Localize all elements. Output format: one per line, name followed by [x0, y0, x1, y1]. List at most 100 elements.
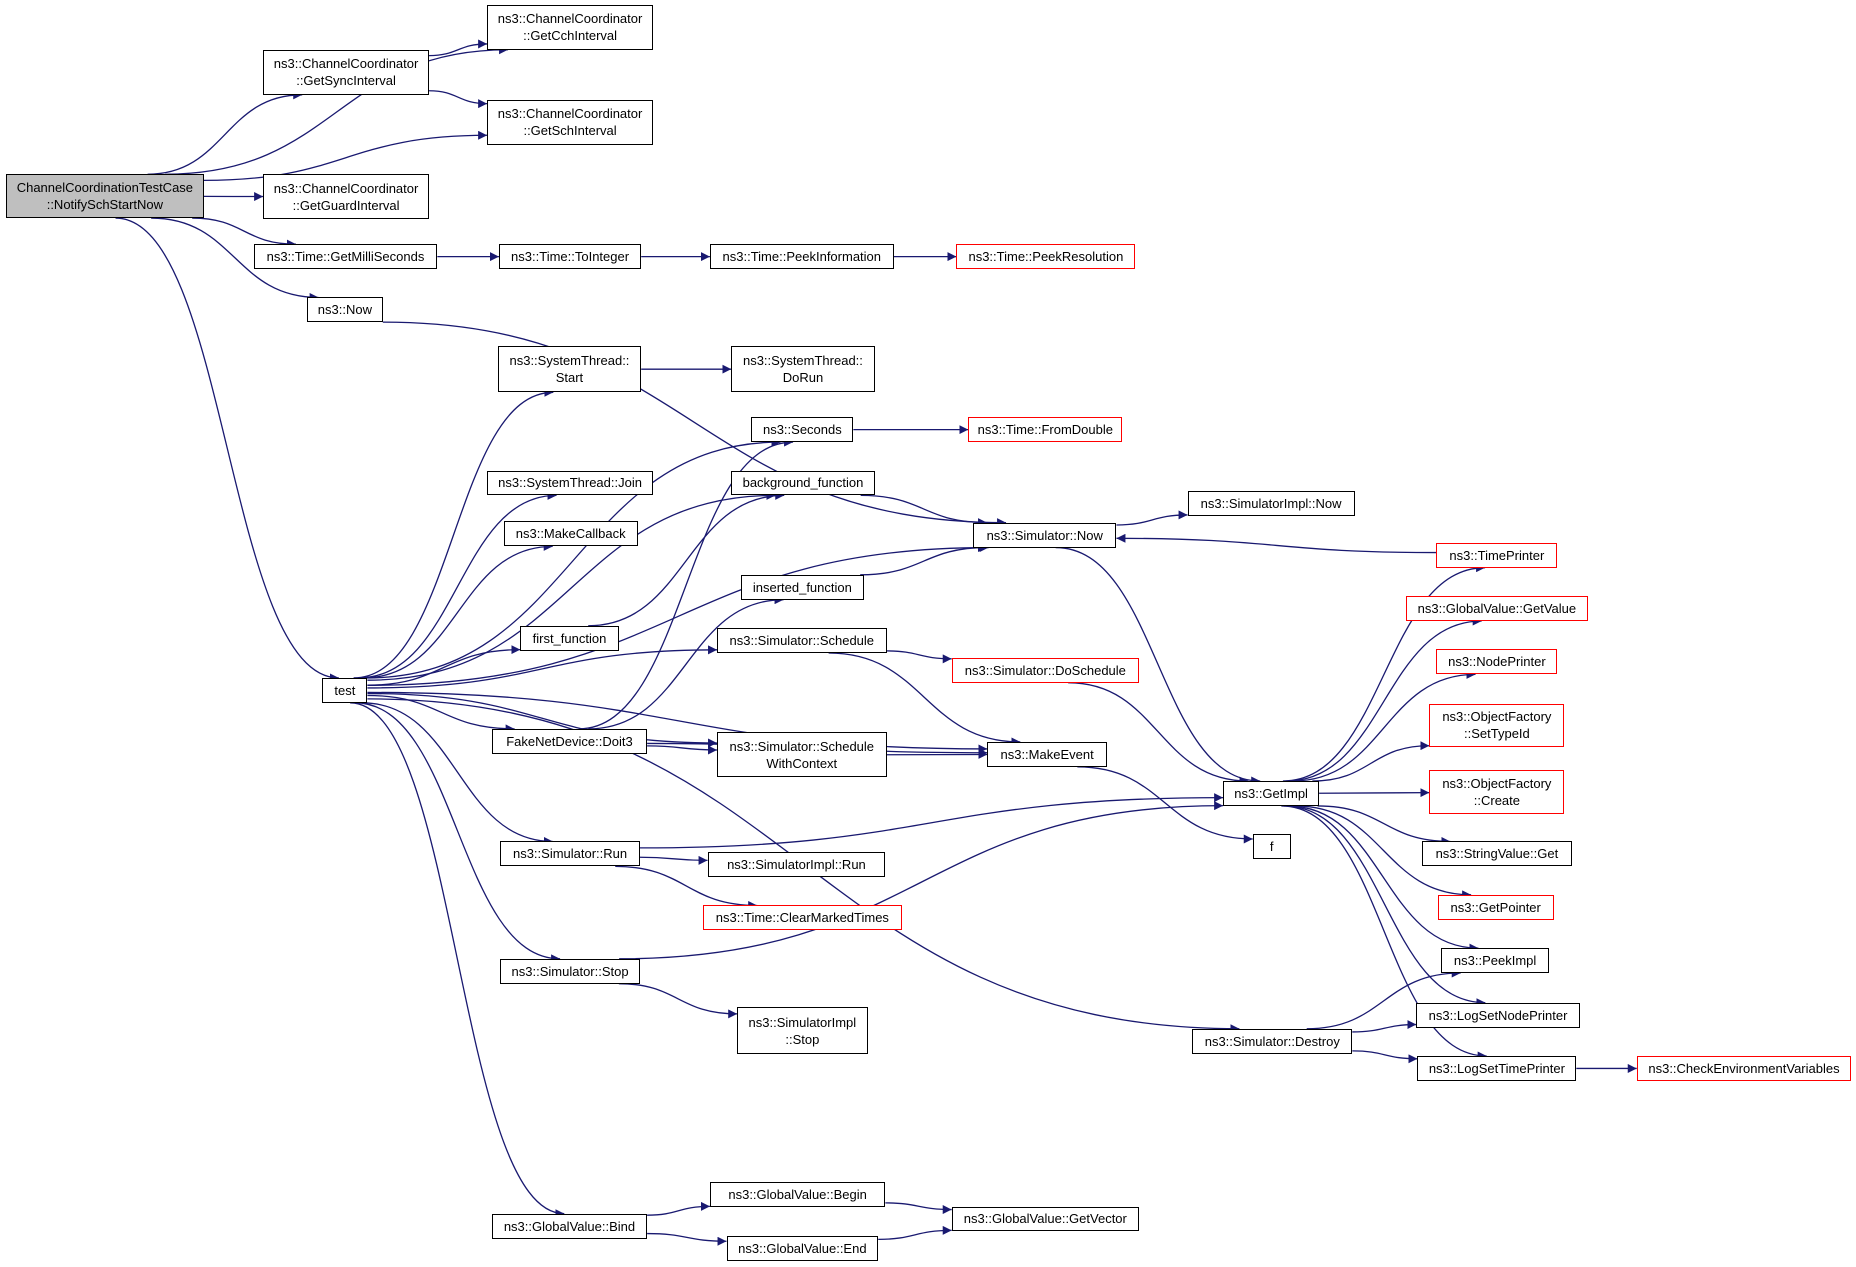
edge-getImpl-to-ofCreate — [1319, 788, 1430, 798]
node-timePrinter[interactable]: ns3::TimePrinter — [1436, 542, 1558, 568]
node-getCch[interactable]: ns3::ChannelCoordinator ::GetCchInterval — [487, 4, 654, 50]
edge-doit3-to-schedWC — [647, 745, 718, 755]
node-doit3[interactable]: FakeNetDevice::Doit3 — [491, 728, 648, 754]
edge-gvBind-to-gvBegin — [647, 1201, 710, 1216]
edge-getImpl-to-logTime — [1281, 805, 1487, 1061]
node-schedule[interactable]: ns3::Simulator::Schedule — [717, 628, 887, 654]
node-gvGetValue[interactable]: ns3::GlobalValue::GetValue — [1405, 596, 1589, 622]
edge-getImpl-to-ofSetTypeId — [1312, 741, 1430, 782]
node-stJoin[interactable]: ns3::SystemThread::Join — [487, 470, 654, 496]
node-fromDouble[interactable]: ns3::Time::FromDouble — [968, 417, 1123, 443]
node-clearMarked[interactable]: ns3::Time::ClearMarkedTimes — [702, 905, 902, 931]
node-nodePrinter[interactable]: ns3::NodePrinter — [1436, 649, 1558, 675]
node-makeEvent[interactable]: ns3::MakeEvent — [987, 741, 1107, 767]
edge-getImpl-to-logNode — [1283, 805, 1486, 1008]
node-implNow[interactable]: ns3::SimulatorImpl::Now — [1187, 490, 1355, 516]
edge-test-to-makeCb — [362, 541, 553, 679]
node-simStop[interactable]: ns3::Simulator::Stop — [500, 958, 640, 984]
node-toInteger[interactable]: ns3::Time::ToInteger — [498, 244, 642, 270]
node-gvBind[interactable]: ns3::GlobalValue::Bind — [491, 1213, 648, 1239]
node-ofSetTypeId[interactable]: ns3::ObjectFactory ::SetTypeId — [1429, 704, 1565, 747]
node-root: ChannelCoordinationTestCase ::NotifySchS… — [5, 174, 204, 219]
node-firstFunc[interactable]: first_function — [520, 625, 619, 651]
node-implRun[interactable]: ns3::SimulatorImpl::Run — [707, 852, 886, 878]
node-seconds[interactable]: ns3::Seconds — [751, 417, 854, 443]
node-getSync[interactable]: ns3::ChannelCoordinator ::GetSyncInterva… — [263, 49, 430, 95]
edge-makeEvent-to-f — [1077, 766, 1253, 844]
node-stStart[interactable]: ns3::SystemThread:: Start — [497, 346, 642, 393]
edge-test-to-simNow — [367, 543, 989, 687]
node-checkEnv[interactable]: ns3::CheckEnvironmentVariables — [1636, 1056, 1852, 1081]
edge-root-to-now — [151, 217, 319, 302]
edge-test-to-stJoin — [358, 490, 557, 679]
node-gvGetVector[interactable]: ns3::GlobalValue::GetVector — [951, 1206, 1139, 1232]
node-gvBegin[interactable]: ns3::GlobalValue::Begin — [709, 1181, 886, 1207]
edge-root-to-test — [115, 217, 339, 683]
node-getSch[interactable]: ns3::ChannelCoordinator ::GetSchInterval — [487, 99, 654, 145]
node-peekImpl[interactable]: ns3::PeekImpl — [1441, 948, 1550, 974]
edge-test-to-seconds — [366, 437, 781, 679]
node-logTime[interactable]: ns3::LogSetTimePrinter — [1417, 1056, 1577, 1081]
edge-root-to-getSch — [203, 130, 488, 182]
node-peekInfo[interactable]: ns3::Time::PeekInformation — [709, 244, 894, 270]
node-getGuard[interactable]: ns3::ChannelCoordinator ::GetGuardInterv… — [263, 174, 430, 220]
edge-getImpl-to-nodePrinter — [1292, 669, 1476, 782]
node-destroy[interactable]: ns3::Simulator::Destroy — [1192, 1028, 1353, 1054]
node-doSchedule[interactable]: ns3::Simulator::DoSchedule — [951, 657, 1139, 683]
edge-destroy-to-peekImpl — [1306, 968, 1461, 1030]
node-simNow[interactable]: ns3::Simulator::Now — [973, 522, 1117, 548]
edge-test-to-schedWC — [367, 692, 718, 748]
edge-schedule-to-makeEvent — [828, 652, 1021, 747]
node-gvEnd[interactable]: ns3::GlobalValue::End — [726, 1236, 879, 1262]
node-insFunc[interactable]: inserted_function — [740, 574, 864, 600]
edge-getImpl-to-strGet — [1317, 805, 1451, 846]
edge-getSync-to-getSch — [429, 90, 488, 109]
edge-destroy-to-logNode — [1352, 1020, 1417, 1033]
edge-schedule-to-doSchedule — [886, 650, 952, 664]
edge-simRun-to-implRun — [639, 855, 708, 865]
node-logNode[interactable]: ns3::LogSetNodePrinter — [1416, 1002, 1580, 1028]
edge-test-to-doit3 — [367, 694, 515, 734]
node-strGet[interactable]: ns3::StringValue::Get — [1422, 841, 1572, 867]
node-implStop[interactable]: ns3::SimulatorImpl ::Stop — [737, 1007, 868, 1054]
edge-root-to-getCch — [165, 45, 509, 175]
edge-root-to-getSync — [147, 90, 303, 175]
edge-getImpl-to-getPointer — [1295, 805, 1472, 900]
edge-getImpl-to-peekImpl — [1287, 805, 1479, 953]
edge-test-to-gvBind — [350, 702, 565, 1219]
edge-destroy-to-logTime — [1352, 1050, 1418, 1064]
edge-getSync-to-getCch — [429, 39, 488, 57]
edge-test-to-schedule — [367, 645, 718, 689]
node-schedWC[interactable]: ns3::Simulator::Schedule WithContext — [717, 732, 887, 778]
edge-bgFunc-to-simNow — [860, 494, 988, 528]
edge-simStop-to-implStop — [618, 983, 738, 1019]
node-now[interactable]: ns3::Now — [306, 297, 383, 323]
edge-doSchedule-to-getImpl — [1068, 682, 1249, 786]
edge-gvBind-to-gvEnd — [647, 1232, 727, 1246]
node-getImpl[interactable]: ns3::GetImpl — [1223, 781, 1320, 806]
node-makeCb[interactable]: ns3::MakeCallback — [503, 521, 638, 547]
edge-simStop-to-getImpl — [619, 801, 1224, 960]
edge-getImpl-to-timePrinter — [1282, 563, 1486, 782]
node-getPointer[interactable]: ns3::GetPointer — [1437, 894, 1554, 920]
node-f[interactable]: f — [1252, 834, 1291, 860]
node-simRun[interactable]: ns3::Simulator::Run — [500, 841, 640, 867]
node-test[interactable]: test — [322, 677, 368, 703]
node-ofCreate[interactable]: ns3::ObjectFactory ::Create — [1429, 770, 1565, 815]
node-peekRes[interactable]: ns3::Time::PeekResolution — [956, 244, 1136, 270]
node-stDoRun[interactable]: ns3::SystemThread:: DoRun — [731, 346, 875, 393]
edge-gvEnd-to-gvGetVector — [878, 1225, 952, 1240]
edge-test-to-firstFunc — [367, 645, 521, 686]
edge-getImpl-to-gvGetValue — [1286, 616, 1482, 782]
edge-timePrinter-to-simNow — [1116, 533, 1437, 554]
node-bgFunc[interactable]: background_function — [731, 470, 875, 496]
edge-simRun-to-getImpl — [639, 793, 1224, 849]
edge-now-to-simNow — [382, 321, 1007, 528]
edge-insFunc-to-simNow — [860, 543, 987, 576]
edge-doit3-to-seconds — [578, 437, 794, 730]
edge-simNow-to-getImpl — [1055, 546, 1261, 786]
edge-firstFunc-to-bgFunc — [588, 490, 785, 627]
edge-simRun-to-clearMarked — [615, 865, 758, 910]
node-getMilli[interactable]: ns3::Time::GetMilliSeconds — [253, 244, 438, 270]
